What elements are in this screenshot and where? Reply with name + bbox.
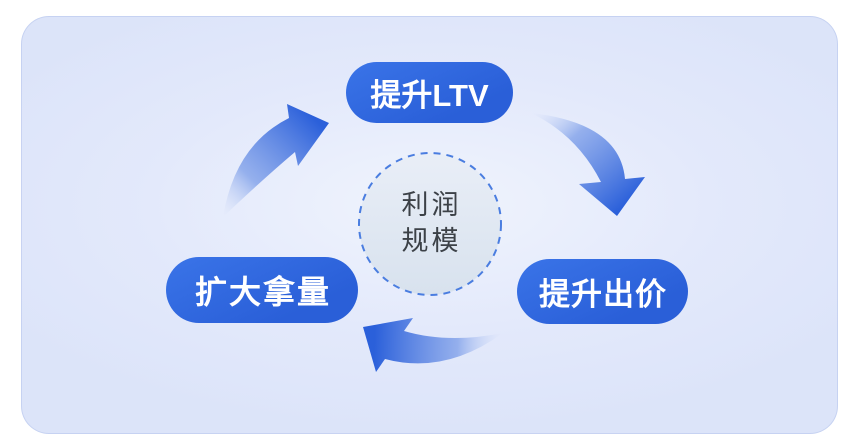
node-raise-bid: 提升出价 — [517, 259, 688, 324]
dashed-circle-icon — [358, 152, 502, 296]
center-node-label: 利润 规模 — [357, 151, 503, 297]
node-improve-ltv: 提升LTV — [346, 62, 513, 123]
node-improve-ltv-label: 提升LTV — [370, 78, 489, 113]
center-node-label-line1: 利润 — [401, 190, 462, 221]
node-expand-volume-label: 扩大拿量 — [194, 274, 331, 310]
node-expand-volume: 扩大拿量 — [166, 257, 358, 323]
center-node-label-line2: 规模 — [401, 226, 462, 256]
center-node-profit-scale: 利润 规模 — [357, 151, 503, 297]
node-raise-bid-label: 提升出价 — [539, 277, 667, 312]
